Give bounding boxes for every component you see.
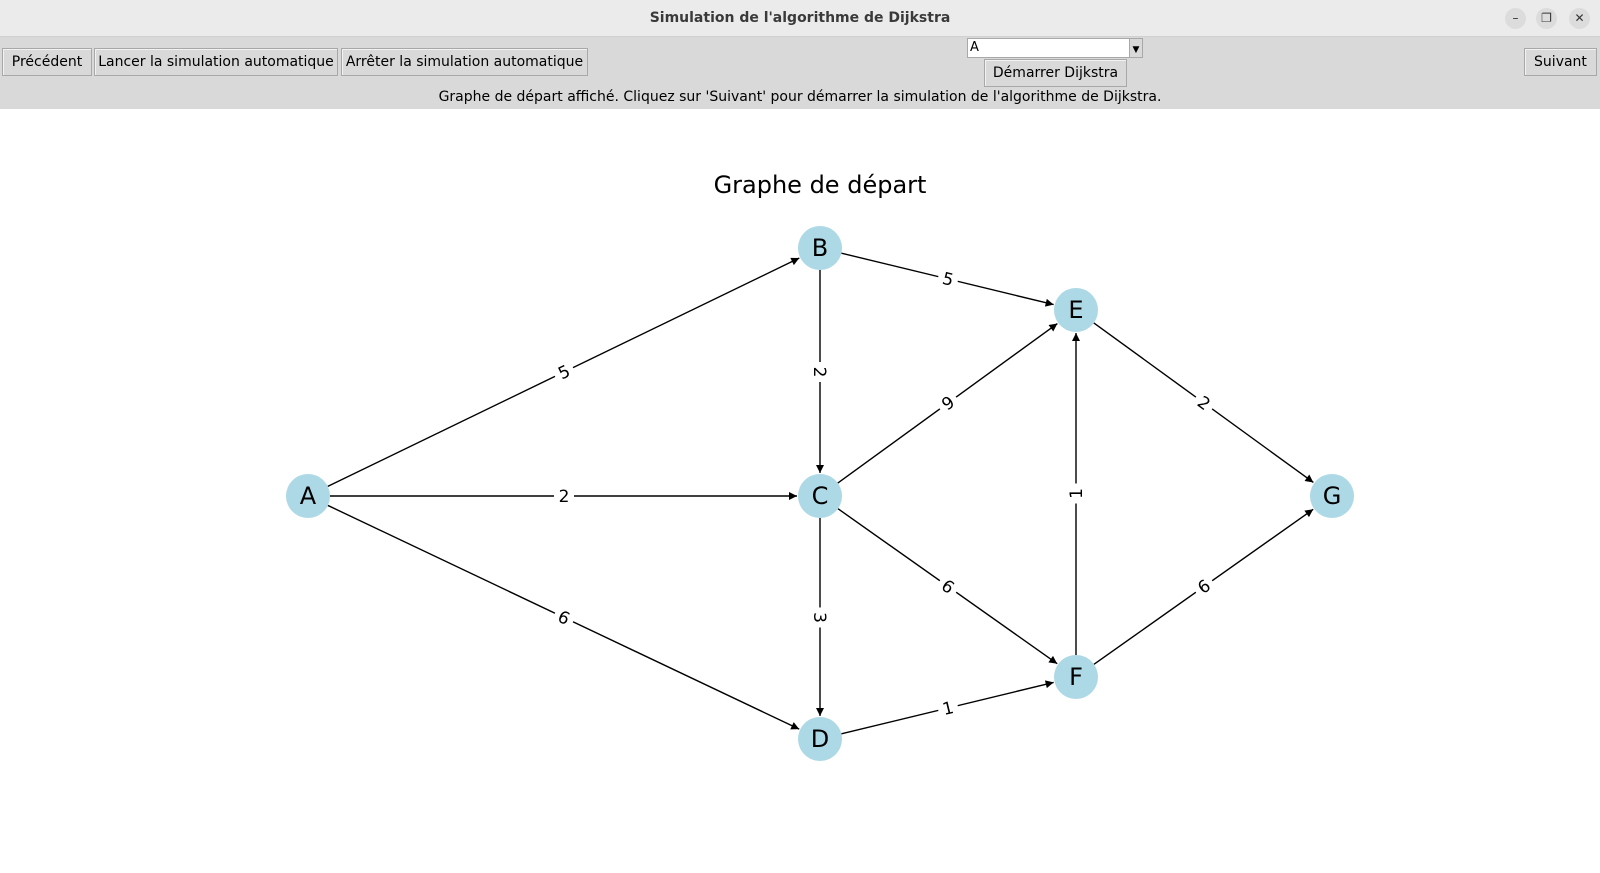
edge-weight: 2 <box>559 487 570 507</box>
edge-weight-background <box>550 603 578 632</box>
edge-weight: 3 <box>809 612 829 623</box>
start-dijkstra-button[interactable]: Démarrer Dijkstra <box>984 59 1127 87</box>
edge-weight-label: 3 <box>809 607 831 628</box>
edge-weight-background <box>933 388 963 418</box>
edge-weight-background <box>1065 483 1087 504</box>
edge-weight-background <box>935 265 961 293</box>
node-label: D <box>811 725 829 753</box>
minimize-icon[interactable]: – <box>1505 8 1526 29</box>
graph-title: Graphe de départ <box>714 171 927 199</box>
edge-weight-label: 6 <box>933 571 963 602</box>
window-title: Simulation de l'algorithme de Dijkstra <box>649 10 951 26</box>
edge-weight-label: 1 <box>1065 483 1087 504</box>
node-d <box>798 717 842 761</box>
node-e <box>1054 288 1098 332</box>
edge-weight: 5 <box>940 269 955 291</box>
edge-weight-label: 1 <box>935 694 961 722</box>
graph-svg: Graphe de départ 5 2 6 2 5 9 6 3 1 1 2 6 A B C D E F G <box>286 171 1354 761</box>
maximize-icon[interactable]: ❐ <box>1536 8 1557 29</box>
edge-weight: 1 <box>941 698 956 720</box>
node-g <box>1310 474 1354 518</box>
node-c <box>798 474 842 518</box>
nodes-layer: A B C D E F G <box>286 226 1354 761</box>
node-label: F <box>1069 663 1083 691</box>
edge-weight-label: 5 <box>935 265 961 293</box>
edges-layer: 5 2 6 2 5 9 6 3 1 1 2 6 <box>327 252 1314 735</box>
node-a <box>286 474 330 518</box>
edge-weight-label: 5 <box>550 357 578 387</box>
start-node-select[interactable]: A ▼ <box>967 38 1143 58</box>
graph-canvas: Graphe de départ 5 2 6 2 5 9 6 3 1 1 2 6 A B C D E F G <box>0 109 1600 873</box>
edge-weight-label: 6 <box>1189 571 1219 602</box>
auto-stop-button[interactable]: Arrêter la simulation automatique <box>341 48 588 76</box>
edge-weight-background <box>554 485 574 507</box>
edge-weight-label: 2 <box>1189 388 1219 418</box>
edge-weight: 2 <box>809 367 829 378</box>
edge-weight-label: 9 <box>933 388 963 418</box>
edge-weight: 1 <box>1067 488 1087 499</box>
node-label: B <box>812 234 828 262</box>
window-titlebar: Simulation de l'algorithme de Dijkstra –… <box>0 0 1600 37</box>
control-panel: Précédent Lancer la simulation automatiq… <box>0 37 1600 109</box>
edge-weight-label: 2 <box>809 362 831 382</box>
node-label: E <box>1068 296 1083 324</box>
auto-start-button[interactable]: Lancer la simulation automatique <box>94 48 338 76</box>
next-button[interactable]: Suivant <box>1524 48 1597 76</box>
edge-weight-background <box>935 694 961 722</box>
status-message: Graphe de départ affiché. Cliquez sur 'S… <box>438 89 1162 105</box>
close-icon[interactable]: ✕ <box>1569 8 1590 29</box>
edge-weight-background <box>1189 571 1219 602</box>
previous-button[interactable]: Précédent <box>2 48 92 76</box>
edge-weight-label: 6 <box>550 603 578 632</box>
start-node-value: A <box>970 40 979 55</box>
edge-weight-background <box>809 607 831 628</box>
edge-weight-background <box>809 362 831 382</box>
chevron-down-icon[interactable]: ▼ <box>1129 39 1142 57</box>
edge-weight-background <box>1189 388 1219 418</box>
edge-weight-background <box>933 571 963 602</box>
node-label: A <box>300 482 317 510</box>
edge-weight-label: 2 <box>554 485 574 507</box>
node-label: C <box>812 482 829 510</box>
node-label: G <box>1323 482 1342 510</box>
edge-weight-background <box>550 357 578 387</box>
node-f <box>1054 655 1098 699</box>
node-b <box>798 226 842 270</box>
